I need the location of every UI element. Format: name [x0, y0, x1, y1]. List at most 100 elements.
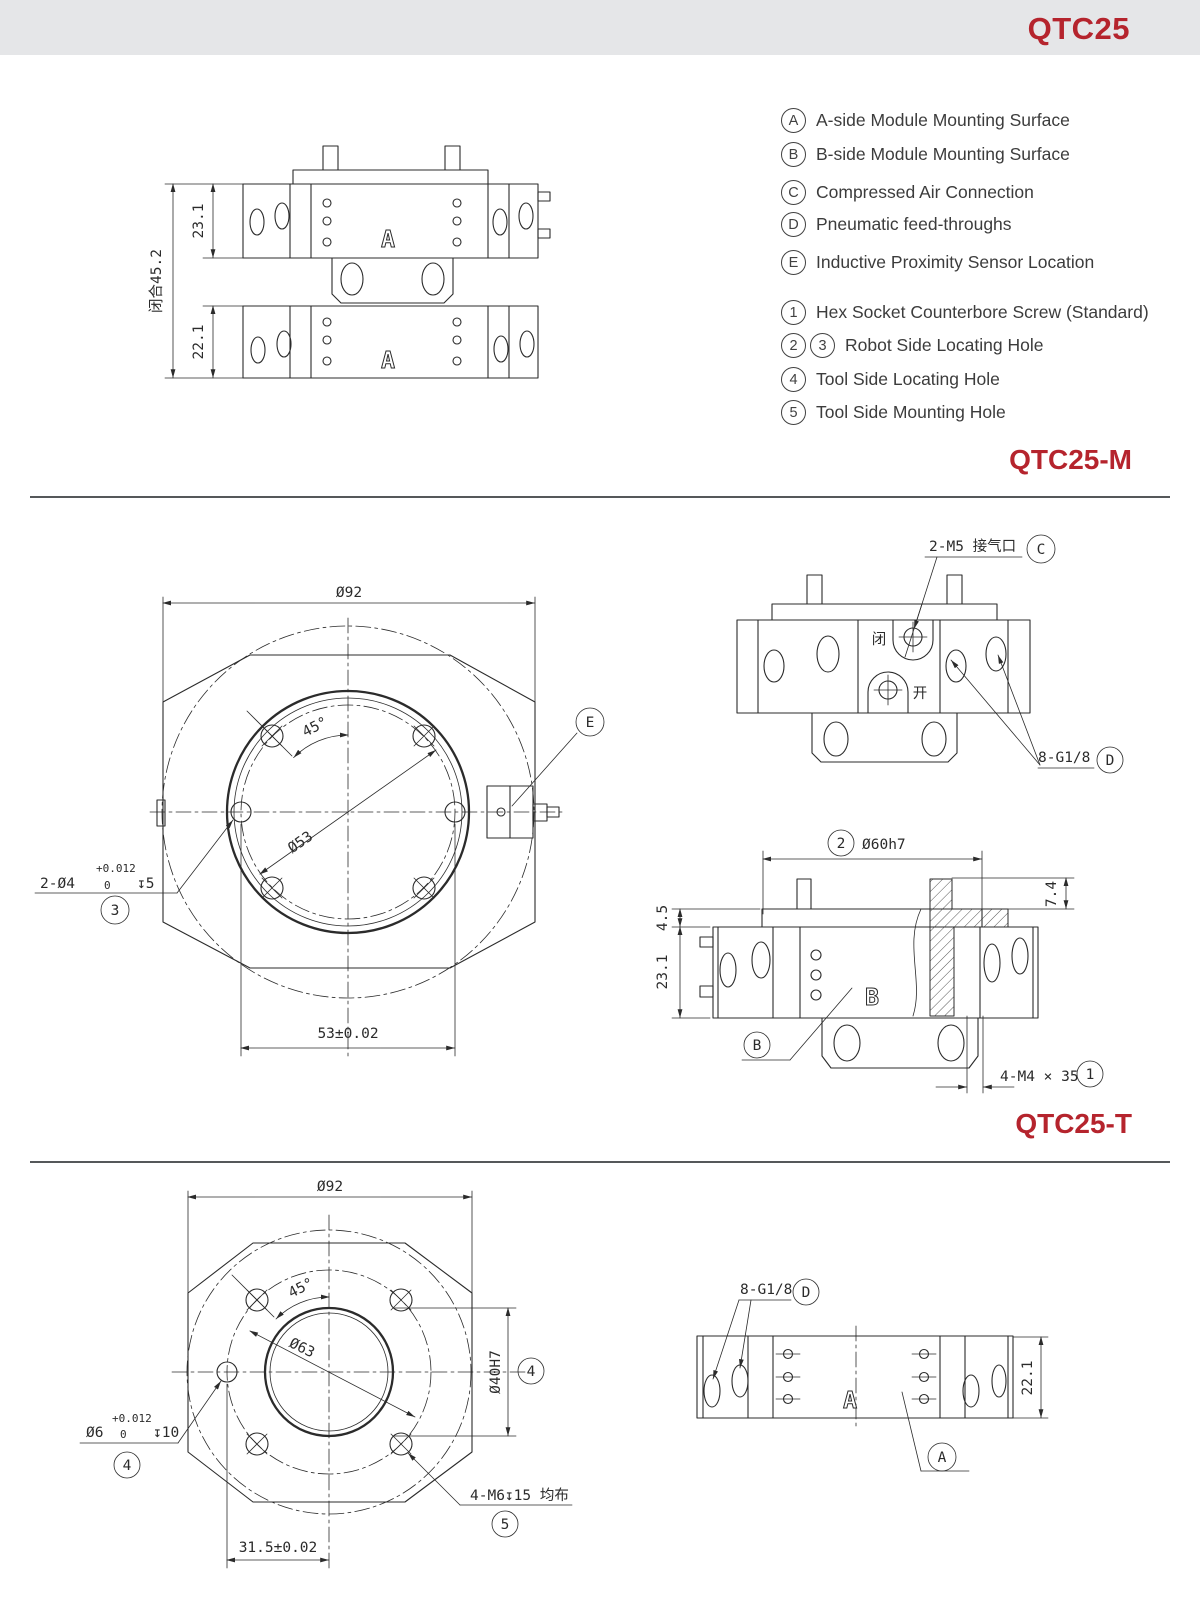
- legend-item-4: 4 Tool Side Locating Hole: [781, 367, 1000, 392]
- section-break: [912, 908, 922, 1017]
- leader-line: [511, 732, 578, 807]
- hole: [983, 943, 1001, 983]
- proximity-sensor: [486, 785, 560, 839]
- top-plate: [771, 603, 998, 621]
- hole: [833, 1024, 861, 1062]
- hole: [810, 969, 822, 981]
- callout-1: 1: [1086, 1067, 1095, 1083]
- legend-key-d: D: [781, 212, 806, 237]
- hole: [452, 317, 462, 327]
- top-plate: [292, 169, 489, 185]
- hole: [322, 317, 332, 327]
- legend-item-c: C Compressed Air Connection: [781, 180, 1034, 205]
- depth-note: ↧10: [153, 1425, 179, 1441]
- leader-line: [739, 1299, 752, 1369]
- leader-line: [712, 1299, 740, 1380]
- hole: [452, 237, 462, 247]
- angle-arc: [293, 732, 349, 758]
- leader-line: [997, 654, 1041, 766]
- hole: [518, 202, 534, 230]
- callout-circle-a: [927, 1442, 957, 1472]
- callout-circle-e: [575, 707, 605, 737]
- hole: [452, 356, 462, 366]
- screw-hole: [389, 1432, 413, 1456]
- port-column: [775, 1348, 801, 1405]
- bottom-tab: [821, 1017, 979, 1069]
- outer-diameter-circle: [186, 1229, 472, 1515]
- legend-key-1: 1: [781, 300, 806, 325]
- hole: [322, 335, 332, 345]
- leader-line: [789, 987, 853, 1061]
- screw-hole: [412, 876, 436, 900]
- radial-line: [246, 710, 293, 757]
- callout-4: 4: [123, 1458, 132, 1474]
- post: [946, 574, 963, 605]
- callout-c: C: [1037, 542, 1046, 558]
- hole: [751, 941, 771, 979]
- legend-label: B-side Module Mounting Surface: [816, 144, 1070, 164]
- hole: [719, 952, 737, 988]
- hole-label: 2-Ø4: [40, 876, 75, 892]
- state-open: 开: [913, 686, 928, 702]
- page-title: QTC25: [1027, 11, 1130, 46]
- fitting-label: 8-G1/8: [740, 1282, 792, 1298]
- callout-b: B: [753, 1038, 762, 1054]
- drawing-t-front: Ø92: [79, 1179, 573, 1573]
- hole: [452, 216, 462, 226]
- dim-head-height: 7.4: [1044, 881, 1060, 907]
- legend-label: Robot Side Locating Hole: [845, 335, 1044, 355]
- hole: [322, 216, 332, 226]
- screw-section: [929, 908, 1009, 1017]
- legend-key-3: 3: [810, 333, 835, 358]
- screw-spec-label: 4-M4 × 35: [1000, 1069, 1079, 1085]
- dim-closed-height: 闭合45.2: [148, 249, 165, 313]
- edge-notch: [156, 799, 166, 827]
- connector: [537, 191, 551, 202]
- hole: [452, 335, 462, 345]
- post: [322, 145, 339, 171]
- locating-hole: [230, 801, 252, 823]
- hole: [322, 198, 332, 208]
- hole: [823, 721, 849, 757]
- hole: [921, 721, 947, 757]
- locating-hole: [444, 801, 466, 823]
- air-pocket-open: [867, 671, 909, 714]
- outer-diameter-circle: [161, 625, 535, 999]
- section-title-t: QTC25-T: [1015, 1108, 1132, 1139]
- feedthrough-port: [985, 636, 1007, 672]
- dim-angle: 45°: [300, 714, 331, 740]
- fitting-label: 8-G1/8: [1038, 750, 1090, 766]
- screw-hole: [412, 724, 436, 748]
- section-divider-t: [30, 1161, 1170, 1163]
- drawing-m-front: Ø92: [34, 585, 605, 1059]
- legend-label: Hex Socket Counterbore Screw (Standard): [816, 302, 1149, 322]
- dim-body-height: 23.1: [655, 955, 671, 990]
- legend-key-5: 5: [781, 400, 806, 425]
- hole-label: Ø6: [86, 1425, 103, 1441]
- legend-item-b: B B-side Module Mounting Surface: [781, 142, 1070, 167]
- hole: [492, 208, 508, 236]
- callout-2: 2: [837, 836, 846, 852]
- legend-key-4: 4: [781, 367, 806, 392]
- surface-a: A: [843, 1388, 857, 1414]
- hole: [519, 330, 535, 358]
- dim-bore-diameter: Ø63: [286, 1335, 317, 1361]
- legend-item-e: E Inductive Proximity Sensor Location: [781, 250, 1094, 275]
- screw-hole: [245, 1432, 269, 1456]
- legend-key-c: C: [781, 180, 806, 205]
- hole: [322, 237, 332, 247]
- body-block: [696, 1335, 1014, 1419]
- dim-angle: 45°: [286, 1275, 317, 1301]
- tolerance-upper: +0.012: [96, 862, 136, 875]
- legend-label: Compressed Air Connection: [816, 182, 1034, 202]
- tolerance-upper: +0.012: [112, 1412, 152, 1425]
- legend-label: Inductive Proximity Sensor Location: [816, 252, 1095, 272]
- callout-d: D: [1106, 753, 1115, 769]
- hole: [421, 262, 445, 296]
- lower-block: [242, 305, 539, 379]
- post: [806, 574, 823, 605]
- radial-line: [231, 1274, 275, 1318]
- hole: [810, 949, 822, 961]
- tolerance-lower: 0: [120, 1428, 127, 1441]
- callout-circle-1: [1076, 1060, 1104, 1088]
